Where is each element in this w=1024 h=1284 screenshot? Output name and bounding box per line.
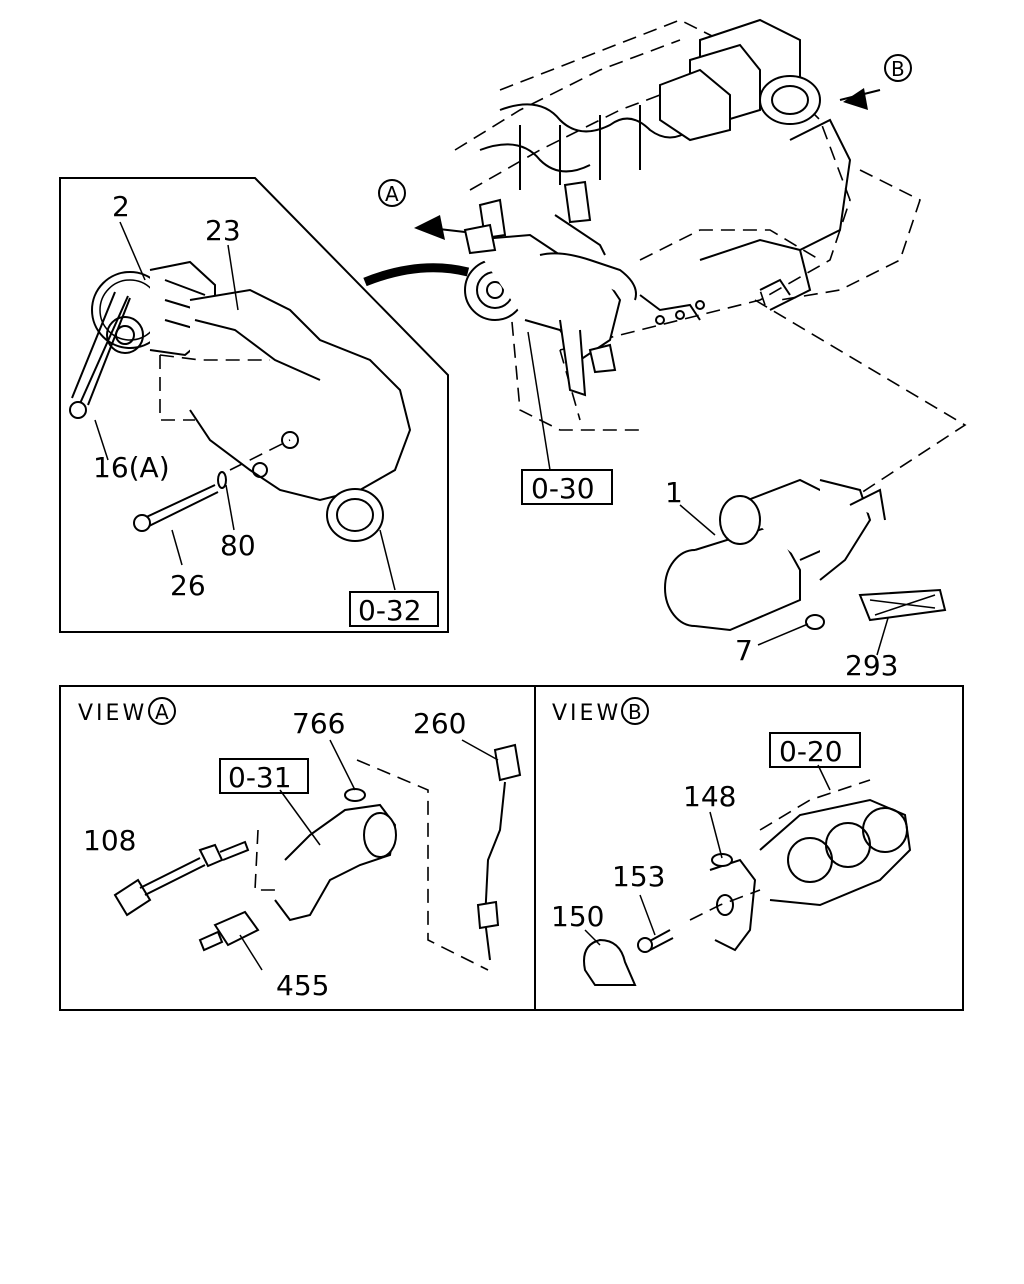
ref-0-31: 0-31 (228, 761, 292, 794)
alternator-inset (59, 177, 449, 633)
callout-766: 766 (292, 707, 345, 740)
detail-views-frame (59, 685, 964, 1011)
view-b-illustration (583, 764, 912, 986)
marker-b: B (891, 57, 905, 81)
reference-boxes: 0-30 0-32 0-31 0-20 (219, 469, 861, 794)
callout-455: 455 (276, 969, 329, 1002)
view-a-illustration (113, 739, 522, 971)
ref-0-32: 0-32 (358, 594, 422, 627)
callout-7: 7 (735, 634, 753, 667)
starter-motor-illustration (527, 289, 967, 656)
callout-148: 148 (683, 780, 736, 813)
ref-0-30: 0-30 (531, 472, 595, 505)
callout-153: 153 (612, 860, 665, 893)
callout-150: 150 (551, 900, 604, 933)
marker-a: A (385, 182, 399, 206)
callout-2: 2 (112, 190, 130, 223)
view-a-header: VIEW A (78, 697, 176, 726)
view-a-prefix: VIEW (78, 701, 147, 726)
callout-293: 293 (845, 649, 898, 682)
callout-1: 1 (665, 476, 683, 509)
view-b-prefix: VIEW (552, 701, 621, 726)
callout-labels: 2 23 16(A) 80 26 1 7 293 766 260 108 455… (83, 190, 898, 1002)
ref-0-20: 0-20 (779, 735, 843, 768)
view-a-letter: A (155, 700, 169, 724)
callout-260: 260 (413, 707, 466, 740)
view-markers: A B (378, 54, 912, 207)
callout-16a: 16(A) (93, 451, 170, 484)
callout-23: 23 (205, 214, 241, 247)
callout-26: 26 (170, 569, 206, 602)
engine-block-illustration (363, 18, 921, 431)
view-b-header: VIEW B (552, 697, 649, 726)
view-b-letter: B (628, 700, 642, 724)
callout-108: 108 (83, 824, 136, 857)
callout-80: 80 (220, 529, 256, 562)
